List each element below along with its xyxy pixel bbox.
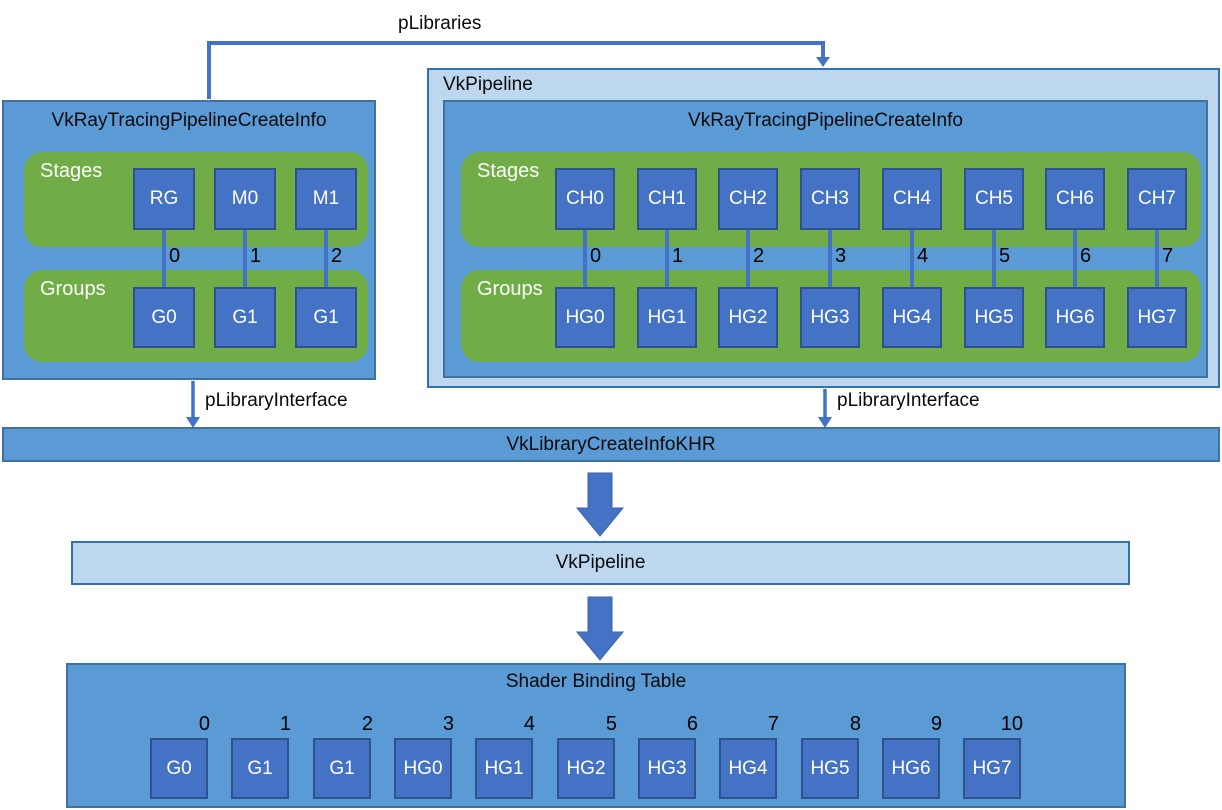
shader-binding-table-title: Shader Binding Table (505, 671, 687, 692)
left-library-create-info-box: VkRayTracingPipelineCreateInfo Stages Gr… (2, 100, 376, 380)
right-groups-container: Groups (461, 270, 1201, 362)
left-groups-label: Groups (40, 278, 106, 300)
plibrary-interface-left-label: pLibraryInterface (205, 390, 348, 411)
shader-binding-table-box: Shader Binding Table (66, 663, 1126, 808)
library-create-info-bar-label: VkLibraryCreateInfoKHR (506, 433, 716, 455)
left-library-title: VkRayTracingPipelineCreateInfo (51, 110, 327, 131)
pipeline-result-bar-label: VkPipeline (555, 552, 646, 573)
library-create-info-bar: VkLibraryCreateInfoKHR (2, 427, 1220, 462)
pipeline-result-bar: VkPipeline (71, 541, 1130, 585)
right-vkpipeline-label: VkPipeline (443, 74, 533, 95)
block-arrow-down-bottom-icon (575, 596, 625, 661)
right-stages-label: Stages (477, 160, 540, 182)
right-stages-container: Stages (461, 152, 1201, 247)
plibrary-interface-right-label: pLibraryInterface (837, 390, 980, 411)
right-create-info-box: VkRayTracingPipelineCreateInfo Stages Gr… (443, 100, 1208, 378)
plibraries-arrowhead-icon (816, 57, 830, 67)
left-stages-container: Stages (24, 152, 368, 247)
right-create-info-title: VkRayTracingPipelineCreateInfo (688, 110, 963, 131)
block-arrow-down-top-icon (575, 472, 625, 537)
plibraries-label: pLibraries (398, 13, 482, 34)
left-stages-label: Stages (40, 160, 103, 182)
right-groups-label: Groups (477, 278, 543, 300)
left-groups-container: Groups (24, 270, 368, 362)
